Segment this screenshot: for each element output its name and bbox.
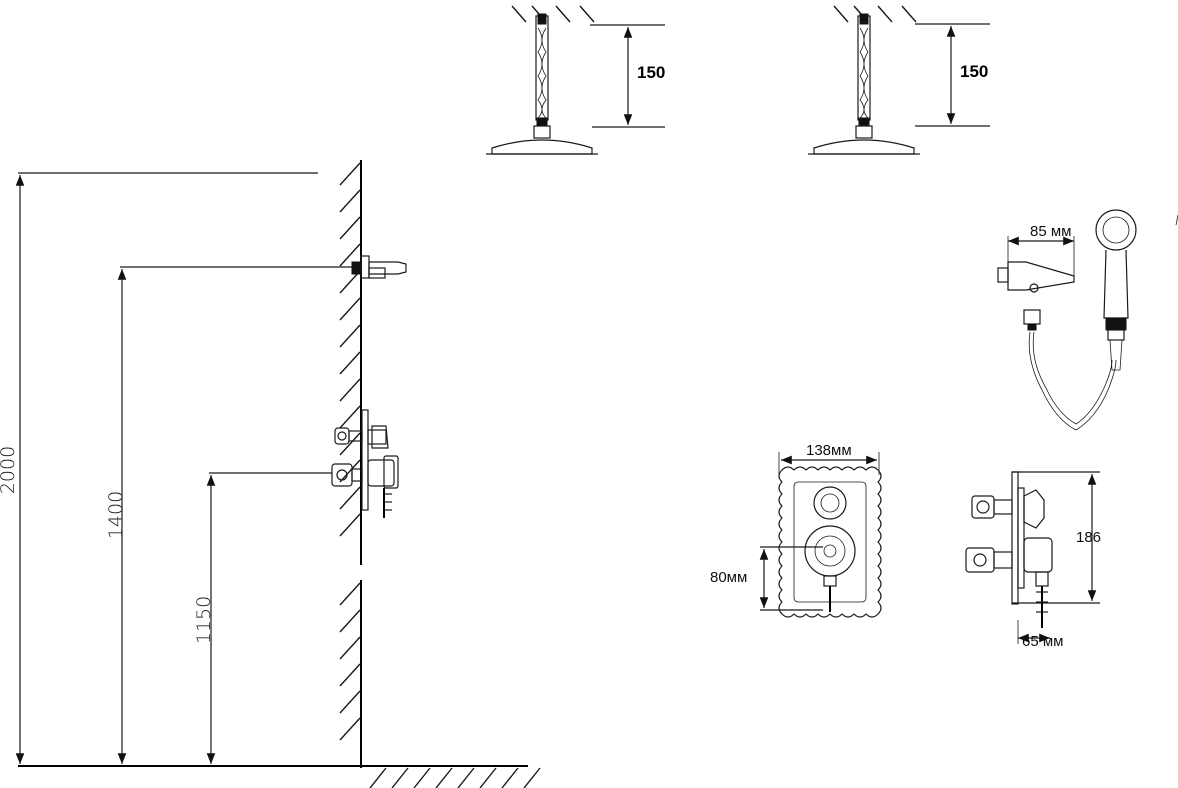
hatch-line xyxy=(391,767,409,788)
hatch-line xyxy=(339,582,361,606)
hatch-line xyxy=(339,663,361,687)
hatch-line xyxy=(501,767,519,788)
hatch-line xyxy=(339,243,361,267)
hatch-line xyxy=(339,636,361,660)
hatch-line xyxy=(339,162,361,186)
hatch-line xyxy=(369,767,387,788)
wall-hatching xyxy=(339,162,361,741)
hatch-line xyxy=(413,767,431,788)
dim-mixer-height: 1150 xyxy=(193,596,215,644)
hatch-line xyxy=(339,297,361,321)
dim-panel-width: 138мм xyxy=(806,442,852,459)
floor-hatching xyxy=(369,767,541,788)
hatch-line xyxy=(833,5,849,23)
hatch-line xyxy=(339,324,361,348)
hatch-line xyxy=(339,717,361,741)
hatch-line xyxy=(339,351,361,375)
hatch-line xyxy=(339,609,361,633)
hatch-line xyxy=(579,5,595,23)
hatch-line xyxy=(339,378,361,402)
hatch-line xyxy=(555,5,571,23)
hand-shower-set: 85 мм xyxy=(997,209,1178,431)
hatch-line xyxy=(339,189,361,213)
hatch-line xyxy=(339,432,361,456)
hatch-line xyxy=(339,513,361,537)
hatch-line xyxy=(511,5,527,23)
hatch-line xyxy=(479,767,497,788)
hatch-line xyxy=(523,767,541,788)
hatch-line xyxy=(901,5,917,23)
hatch-line xyxy=(339,690,361,714)
hatch-line xyxy=(339,405,361,429)
hatch-line xyxy=(435,767,453,788)
hatch-line xyxy=(339,270,361,294)
ceiling-shower-right: 150 xyxy=(808,5,990,155)
hatch-line xyxy=(457,767,475,788)
mixer-side-view xyxy=(331,409,399,518)
wall-elevation: 2000 1400 1150 xyxy=(0,160,541,788)
mixer-body-side: 186 65 мм xyxy=(965,471,1101,650)
dim-wall-outlet-width: 85 мм xyxy=(1030,223,1071,240)
dim-mixer-depth: 65 мм xyxy=(1022,633,1063,650)
wall-outlet-side xyxy=(351,255,407,279)
hatch-line xyxy=(339,486,361,510)
dim-shower-arm-height: 1400 xyxy=(105,491,127,539)
ceiling-shower-left: 150 xyxy=(486,5,665,155)
dim-ceiling-height: 2000 xyxy=(0,446,19,494)
dim-head-drop-left: 150 xyxy=(637,63,665,82)
hatch-line xyxy=(877,5,893,23)
mixer-front-panel: 138мм 80мм xyxy=(710,442,882,618)
dim-panel-offset: 80мм xyxy=(710,569,747,586)
hatch-line xyxy=(339,459,361,483)
dim-head-drop-right: 150 xyxy=(960,62,988,81)
hatch-line xyxy=(339,216,361,240)
dim-mixer-body-height: 186 xyxy=(1076,529,1101,546)
